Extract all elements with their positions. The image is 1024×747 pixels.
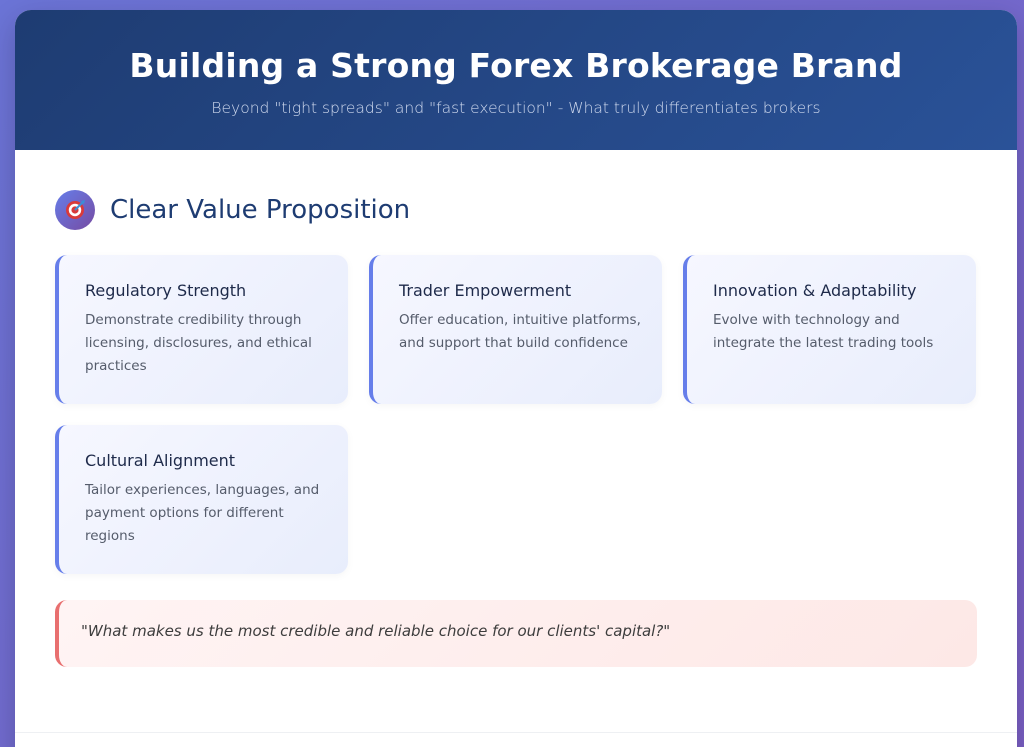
value-card-text: Demonstrate credibility through licensin… [85,312,312,374]
value-card-title: Innovation & Adaptability [713,281,917,300]
value-card-empowerment: Trader Empowerment Offer education, intu… [369,255,662,404]
page-title: Building a Strong Forex Brokerage Brand [129,46,903,85]
section-title: Clear Value Proposition [110,195,411,225]
value-card-title: Trader Empowerment [399,281,572,300]
value-card-text: Tailor experiences, languages, and payme… [85,482,320,544]
footer-divider [15,732,1017,733]
section-heading: Clear Value Proposition [55,190,410,230]
value-card-title: Regulatory Strength [85,281,247,300]
target-icon [55,190,95,230]
value-card-text: Evolve with technology and integrate the… [713,312,934,351]
value-card-cultural: Cultural Alignment Tailor experiences, l… [55,425,348,574]
header: Building a Strong Forex Brokerage Brand … [15,10,1017,150]
page-subtitle: Beyond "tight spreads" and "fast executi… [211,99,821,117]
value-card-title: Cultural Alignment [85,451,236,470]
value-card-text: Offer education, intuitive platforms, an… [399,312,641,351]
key-question-text: "What makes us the most credible and rel… [81,622,671,640]
value-card-innovation: Innovation & Adaptability Evolve with te… [683,255,976,404]
slide-card: Building a Strong Forex Brokerage Brand … [15,10,1017,747]
key-question-callout: "What makes us the most credible and rel… [55,600,977,667]
value-card-regulatory: Regulatory Strength Demonstrate credibil… [55,255,348,404]
